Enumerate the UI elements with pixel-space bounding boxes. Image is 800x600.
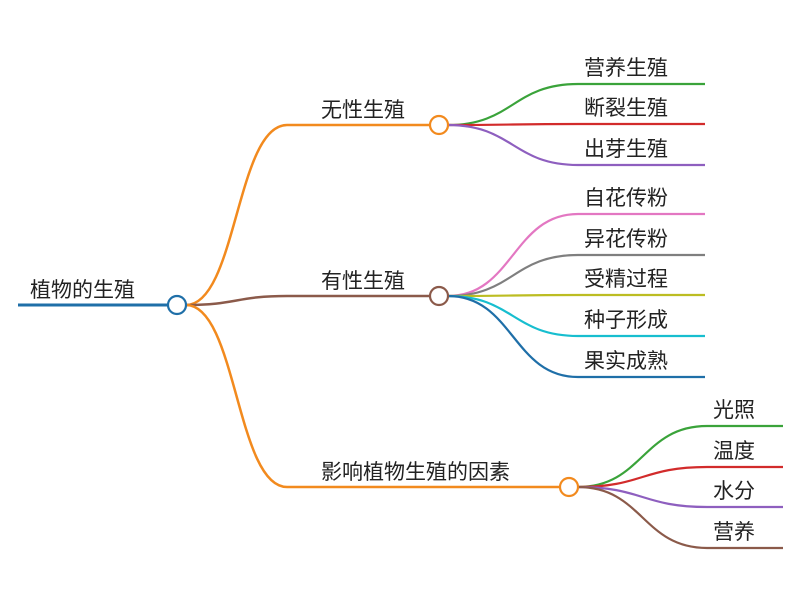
- branch-1-leaf-3-connector: [447, 123, 579, 167]
- branch-2-leaf-3-connector: [447, 293, 579, 298]
- branch-2-leaf-1-label: 自花传粉: [584, 186, 668, 210]
- branch-3-leaf-3-connector: [577, 485, 708, 509]
- root-node[interactable]: [166, 294, 188, 316]
- branch-3-leaf-2-connector: [577, 465, 708, 489]
- branch-2-leaf-4-label: 种子形成: [584, 308, 668, 332]
- branch-2-leaf-3-label: 受精过程: [584, 267, 668, 291]
- branch-3-node[interactable]: [558, 476, 580, 498]
- branch-2-leaf-5-connector: [447, 294, 579, 379]
- branch-3-leaf-1-label: 光照: [713, 398, 755, 422]
- branch-1-leaf-3-label: 出芽生殖: [584, 137, 668, 161]
- branch-2-node[interactable]: [428, 285, 450, 307]
- branch-3-leaf-2-label: 温度: [713, 439, 755, 463]
- branch-3-leaf-4-connector: [577, 485, 708, 550]
- branch-1-leaf-2-label: 断裂生殖: [584, 96, 668, 120]
- branch-1-connector: [185, 123, 288, 307]
- branch-1-node[interactable]: [428, 114, 450, 136]
- branch-2-leaf-1-connector: [447, 212, 579, 298]
- branch-2-leaf-2-connector: [447, 253, 579, 298]
- branch-2-label: 有性生殖: [321, 269, 405, 293]
- branch-2-leaf-2-label: 异花传粉: [584, 227, 668, 251]
- branch-3-label: 影响植物生殖的因素: [321, 460, 510, 484]
- branch-1-label: 无性生殖: [321, 98, 405, 122]
- branch-1-leaf-2-connector: [447, 122, 579, 127]
- branch-1-leaf-1-label: 营养生殖: [584, 56, 668, 80]
- branch-3-leaf-4-label: 营养: [713, 520, 755, 544]
- branch-2-leaf-4-connector: [447, 294, 579, 338]
- branch-2-leaf-5-label: 果实成熟: [584, 349, 668, 373]
- branch-3-leaf-3-label: 水分: [713, 479, 755, 503]
- branch-2-connector: [185, 294, 288, 307]
- branch-3-leaf-1-connector: [577, 424, 708, 489]
- root-label: 植物的生殖: [30, 278, 135, 302]
- branch-3-connector: [185, 303, 288, 489]
- branch-1-leaf-1-connector: [447, 82, 579, 127]
